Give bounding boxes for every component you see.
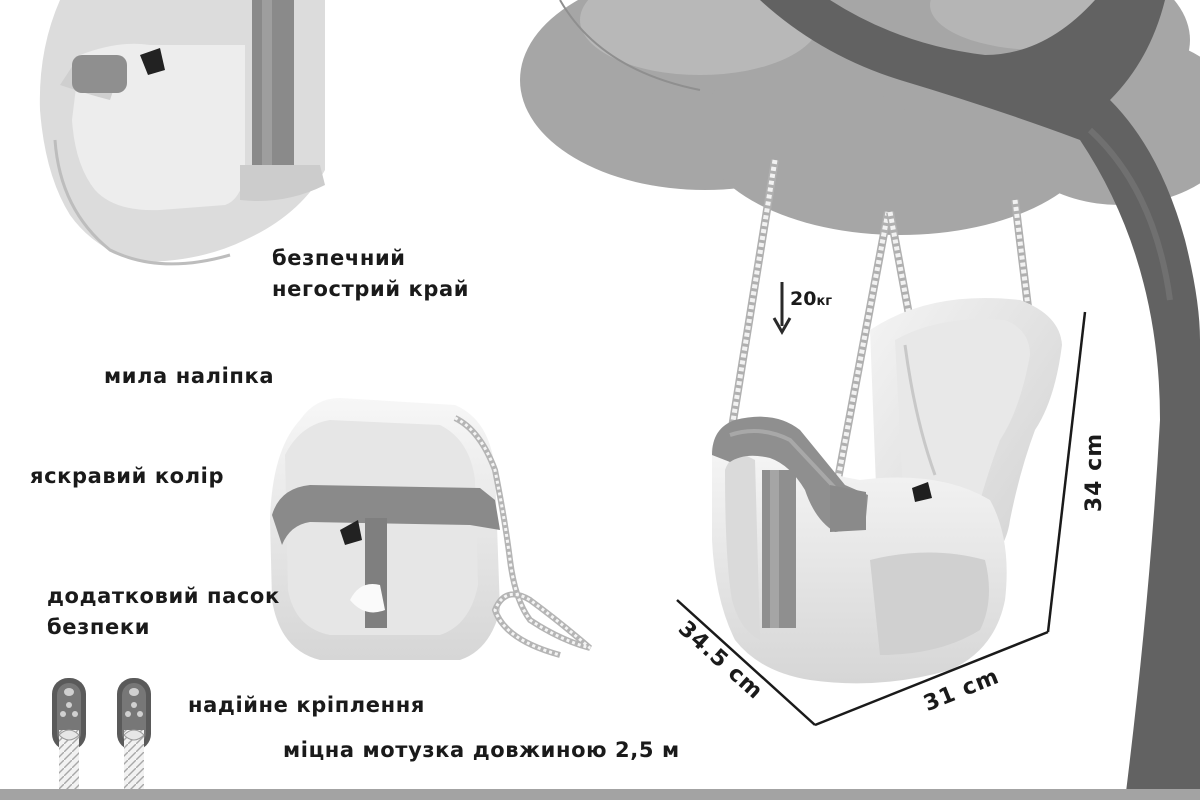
feature-bright-color: яскравий колір [30,464,225,488]
front-closeup-image [270,398,592,660]
max-load-label: 20кг [790,288,832,310]
dimension-lines [676,311,1087,727]
bottom-bar [0,789,1200,800]
rope-hook-icon [117,678,151,800]
rope-hook-icon [52,678,86,800]
swing-seat [711,298,1062,684]
feature-safe-edge-line1: безпечний [272,246,406,270]
feature-extra-belt-line2: безпеки [47,615,151,639]
feature-strong-rope: міцна мотузка довжиною 2,5 м [283,738,680,762]
max-load-value: 20 [790,288,817,310]
feature-reliable-mount: надійне кріплення [188,693,425,717]
feature-safe-edge-line2: негострий край [272,277,470,301]
max-load-unit: кг [816,294,833,309]
down-arrow-icon [772,282,792,336]
feature-extra-belt-line1: додатковий пасок [47,584,280,608]
feature-extra-belt: додатковий пасок безпеки [47,581,280,643]
edge-closeup-image [39,0,325,266]
tree-trunk [760,0,1200,800]
dimension-height: 34 cm [1082,432,1108,513]
feature-cute-sticker: мила наліпка [104,364,275,388]
feature-safe-edge: безпечний негострий край [272,243,469,305]
